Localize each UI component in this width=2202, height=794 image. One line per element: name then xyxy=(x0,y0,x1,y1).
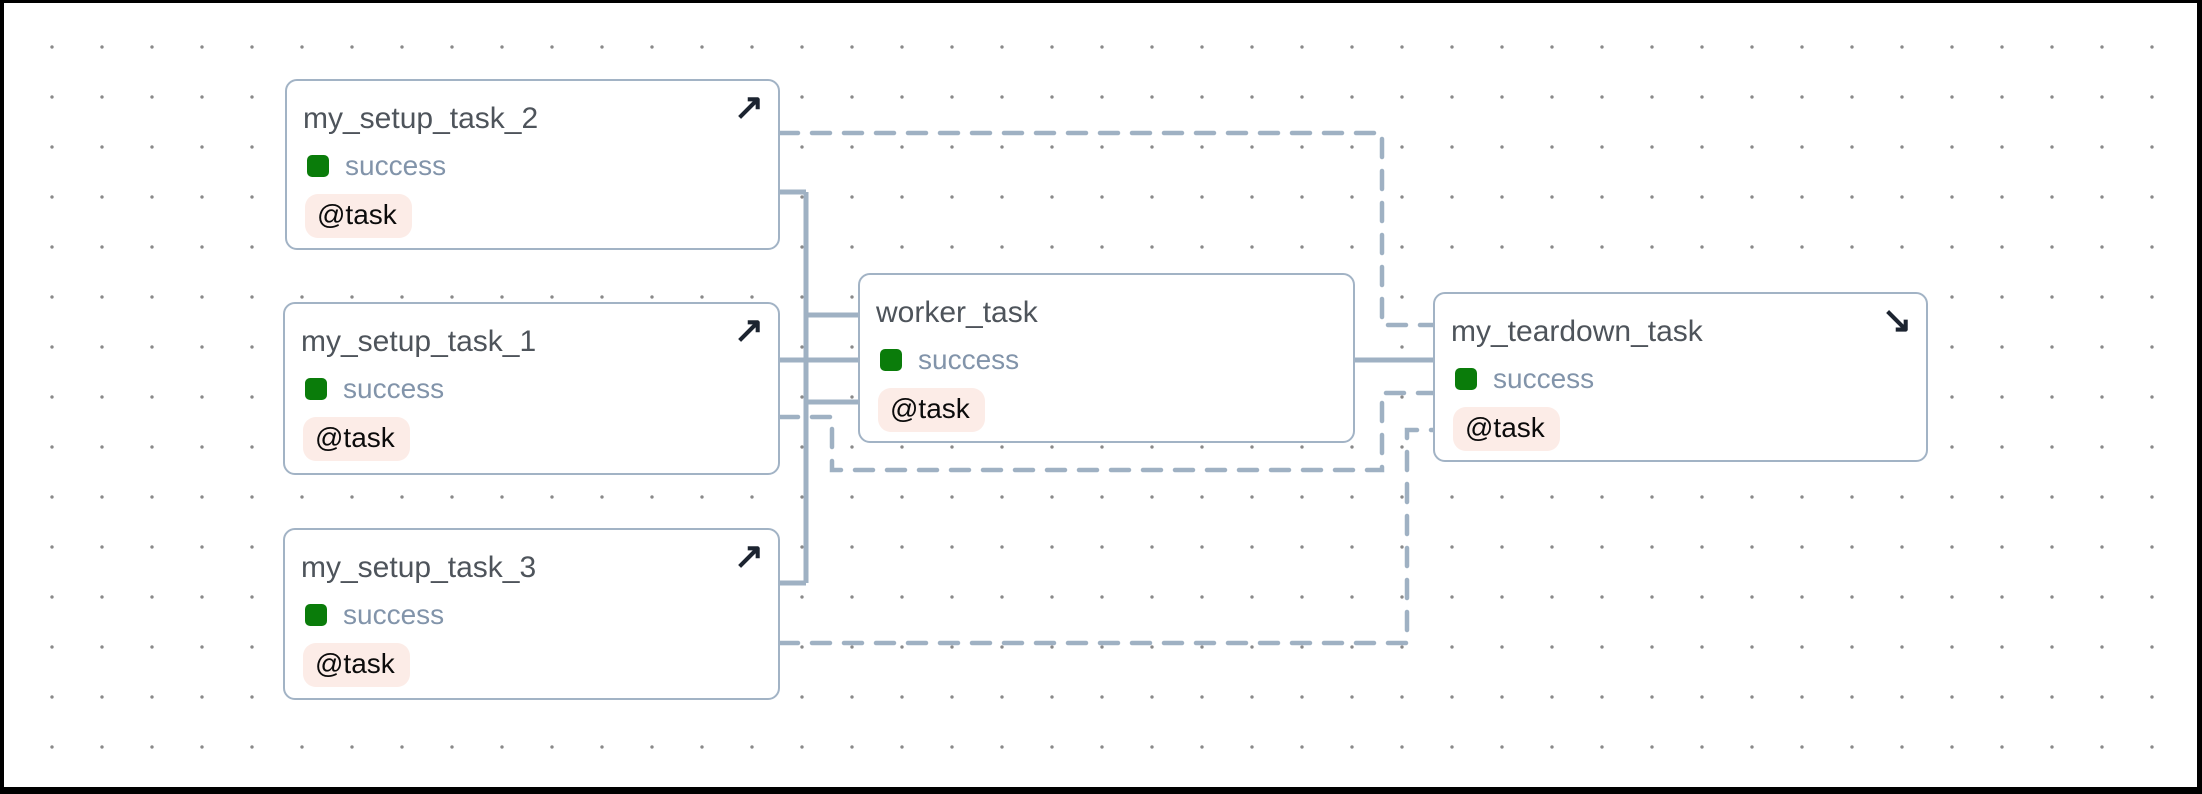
task-decorator-badge: @task xyxy=(878,388,985,432)
edge-setup3-teardown xyxy=(777,427,1436,646)
arrow-up-right-icon: ↗ xyxy=(733,86,764,127)
task-title: my_setup_task_1 xyxy=(301,325,537,358)
task-node-worker_task[interactable]: worker_task success @task xyxy=(858,273,1355,443)
task-title: my_setup_task_2 xyxy=(303,102,539,135)
task-node-my_teardown_task[interactable]: my_teardown_task success @task ↘ xyxy=(1433,292,1928,462)
task-node-my_setup_task_2[interactable]: my_setup_task_2 success @task ↗ xyxy=(285,79,780,250)
success-status-icon xyxy=(305,378,327,400)
success-status-icon xyxy=(305,604,327,626)
task-status-row: success xyxy=(1455,363,1906,395)
task-status-row: success xyxy=(880,344,1333,376)
edge-setup2-teardown xyxy=(777,130,1436,328)
arrow-up-right-icon: ↗ xyxy=(733,535,764,576)
task-state-label: success xyxy=(1493,363,1595,394)
graph-canvas[interactable]: my_setup_task_2 success @task ↗ my_setup… xyxy=(4,3,2197,787)
task-status-row: success xyxy=(305,599,758,631)
task-decorator-badge: @task xyxy=(303,417,410,461)
task-state-label: success xyxy=(343,373,445,404)
success-status-icon xyxy=(880,349,902,371)
task-title: my_setup_task_3 xyxy=(301,551,537,584)
task-node-my_setup_task_1[interactable]: my_setup_task_1 success @task ↗ xyxy=(283,302,780,475)
task-title: my_teardown_task xyxy=(1451,315,1703,348)
task-state-label: success xyxy=(345,150,447,181)
task-status-row: success xyxy=(305,373,758,405)
task-title: worker_task xyxy=(876,296,1038,329)
task-state-label: success xyxy=(343,599,445,630)
task-decorator-badge: @task xyxy=(305,194,412,238)
edge-setup1-teardown xyxy=(777,390,1436,473)
task-decorator-badge: @task xyxy=(303,643,410,687)
task-state-label: success xyxy=(918,344,1020,375)
arrow-up-right-icon: ↗ xyxy=(733,309,764,350)
success-status-icon xyxy=(307,155,329,177)
success-status-icon xyxy=(1455,368,1477,390)
task-status-row: success xyxy=(307,150,758,182)
task-decorator-badge: @task xyxy=(1453,407,1560,451)
arrow-down-right-icon: ↘ xyxy=(1881,299,1912,340)
task-node-my_setup_task_3[interactable]: my_setup_task_3 success @task ↗ xyxy=(283,528,780,700)
